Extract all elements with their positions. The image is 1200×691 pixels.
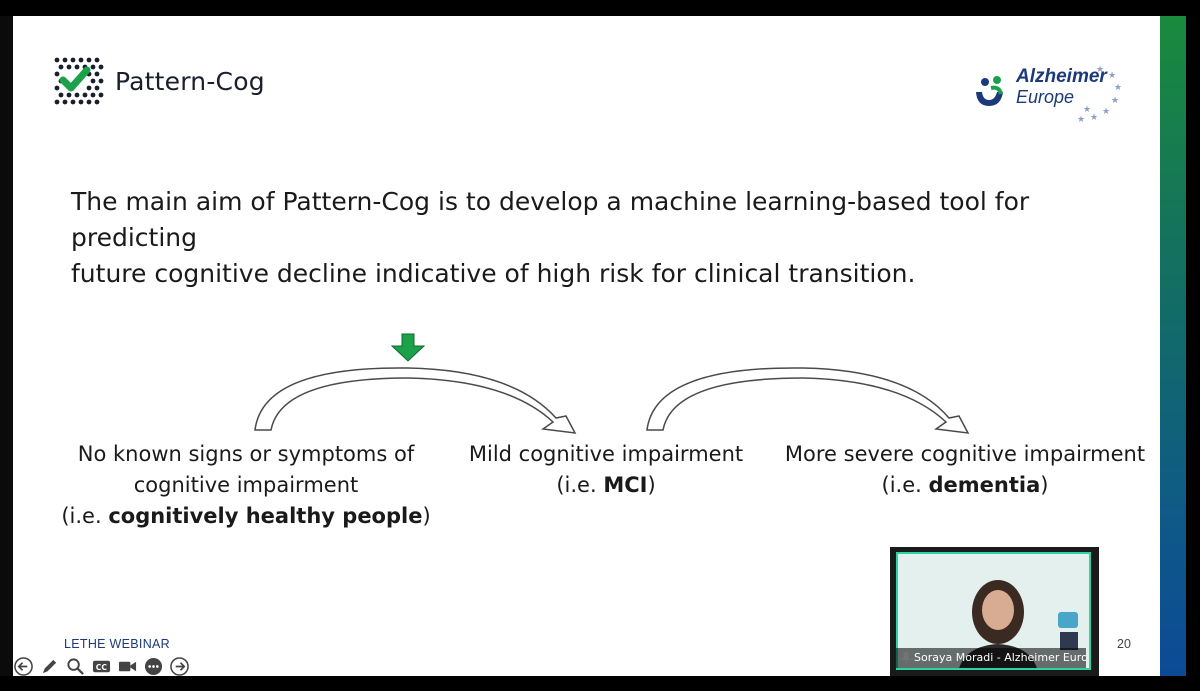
participant-video[interactable]: Soraya Moradi - Alzheimer Euro...: [890, 547, 1099, 676]
stage-dementia: More severe cognitive impairment (i.e. d…: [775, 439, 1155, 501]
pattern-cog-logo-icon: [54, 57, 104, 105]
example-prefix: (i.e.: [881, 473, 929, 497]
stage-mci-line1: Mild cognitive impairment: [468, 442, 744, 466]
webinar-footer: LETHE WEBINAR: [64, 637, 170, 651]
svg-text:★: ★: [1111, 96, 1119, 106]
forward-arrow-icon[interactable]: [169, 656, 189, 676]
example-prefix: (i.e.: [61, 504, 109, 528]
example-term: MCI: [603, 473, 648, 497]
transition-arrows: [254, 333, 970, 434]
aim-line-1: The main aim of Pattern-Cog is to develo…: [71, 187, 1030, 252]
curved-arrow-2: [646, 367, 970, 434]
pen-icon[interactable]: [39, 656, 59, 676]
camera-icon[interactable]: [117, 656, 137, 676]
stage-mci-example: (i.e. MCI): [456, 470, 756, 501]
svg-text:★: ★: [1096, 65, 1104, 75]
zoom-icon[interactable]: [65, 656, 85, 676]
stage-dementia-example: (i.e. dementia): [775, 470, 1155, 501]
aim-statement: The main aim of Pattern-Cog is to develo…: [71, 184, 1131, 292]
example-term: cognitively healthy people: [108, 504, 423, 528]
down-arrow-icon: [390, 333, 426, 362]
stage-mci: Mild cognitive impairment (i.e. MCI): [456, 439, 756, 501]
back-arrow-icon[interactable]: [13, 656, 33, 676]
partner-name-line1: Alzheimer: [1016, 66, 1107, 87]
example-term: dementia: [928, 473, 1041, 497]
example-prefix: (i.e.: [556, 473, 604, 497]
svg-text:★: ★: [1102, 107, 1110, 117]
page-number: 20: [1117, 637, 1131, 651]
window-right-border: [1186, 16, 1200, 676]
stage-healthy-line2: cognitive impairment: [133, 473, 359, 497]
svg-text:★: ★: [1114, 83, 1122, 93]
aim-line-2: future cognitive decline indicative of h…: [71, 259, 916, 288]
svg-text:★: ★: [1090, 113, 1098, 123]
side-gradient-strip: [1160, 16, 1186, 676]
svg-text:★: ★: [1108, 71, 1116, 81]
presentation-slide: Pattern-Cog ★ ★ ★ ★ ★ ★ ★ ★ Alzheimer Eu…: [13, 16, 1160, 676]
partner-name-line2: Europe: [1016, 87, 1075, 107]
curved-arrow-1: [254, 367, 577, 434]
svg-text:★: ★: [1083, 105, 1091, 115]
stage-healthy: No known signs or symptoms of cognitive …: [61, 439, 431, 532]
window-bottom-bar: [0, 676, 1200, 691]
example-suffix: ): [1040, 473, 1049, 497]
stage-dementia-line1: More severe cognitive impairment: [784, 442, 1146, 466]
participant-name: Soraya Moradi - Alzheimer Euro...: [896, 648, 1086, 668]
svg-text:CC: CC: [95, 662, 107, 671]
window-top-bar: [0, 0, 1200, 16]
stage-healthy-example: (i.e. cognitively healthy people): [61, 501, 431, 532]
presentation-toolbar: CC: [13, 654, 189, 676]
stage-healthy-line1: No known signs or symptoms of: [77, 442, 415, 466]
brand-name: Pattern-Cog: [115, 67, 265, 96]
closed-caption-icon[interactable]: CC: [91, 656, 111, 676]
example-suffix: ): [647, 473, 656, 497]
alzheimer-europe-logo-icon: ★ ★ ★ ★ ★ ★ ★ ★: [976, 65, 1122, 125]
svg-text:★: ★: [1077, 115, 1085, 125]
more-icon[interactable]: [143, 656, 163, 676]
example-suffix: ): [422, 504, 431, 528]
